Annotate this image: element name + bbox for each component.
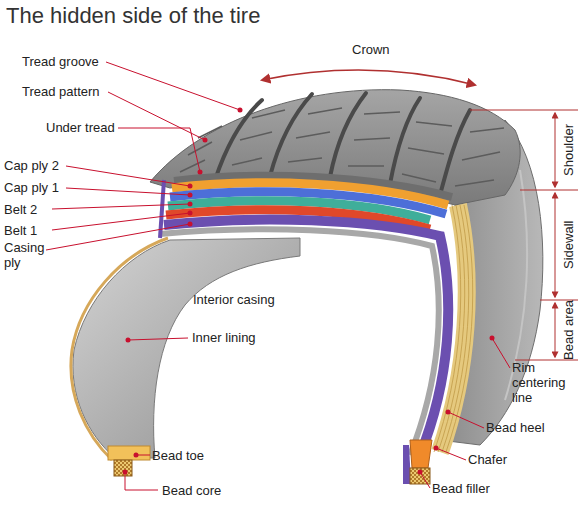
bracket-tick: [470, 110, 578, 111]
leader-line: [436, 448, 466, 460]
part-label: Casing ply: [4, 240, 50, 270]
diagram-title: The hidden side of the tire: [6, 3, 260, 29]
leader-line: [66, 188, 190, 195]
leader-dot: [203, 138, 208, 143]
leader-dot: [188, 222, 193, 227]
leader-line: [128, 338, 188, 340]
tread-groove-line: [330, 93, 366, 177]
leader-dot: [418, 470, 423, 475]
bead-core-symbol: [410, 468, 430, 484]
leader-dot: [134, 453, 139, 458]
part-label: Chafer: [468, 452, 507, 467]
leader-dot: [188, 211, 193, 216]
part-label: Tread pattern: [22, 84, 100, 99]
leader-line: [52, 204, 190, 209]
leader-dot: [123, 470, 128, 475]
leader-lines: [46, 62, 510, 490]
leader-line: [66, 166, 190, 186]
leader-dot: [188, 193, 193, 198]
leader-dot: [126, 338, 131, 343]
leader-line: [46, 224, 190, 250]
tread-groove-line: [270, 94, 312, 176]
bead-core-symbol: [114, 460, 132, 476]
leader-line: [492, 338, 510, 368]
part-label: Cap ply 1: [4, 180, 59, 195]
casing-ply-band: [164, 220, 448, 455]
part-label: Crown: [352, 42, 390, 57]
leader-dot: [446, 410, 451, 415]
leader-line: [125, 472, 158, 490]
cut-edge: [71, 238, 168, 460]
zone-label: Sidewall: [561, 221, 576, 269]
leader-dot: [434, 446, 439, 451]
part-label: Cap ply 2: [4, 158, 59, 173]
zone-label: Shoulder: [561, 124, 576, 176]
crown-arrow: [262, 70, 475, 85]
tread-surface: [150, 90, 520, 205]
part-label: Belt 2: [4, 202, 37, 217]
inner-lining-surface: [73, 238, 300, 458]
leader-dot: [198, 170, 203, 175]
part-label: Interior casing: [193, 292, 275, 307]
leader-line: [118, 128, 200, 172]
part-label: Tread groove: [22, 54, 99, 69]
part-label: Rim centering line: [512, 360, 576, 405]
bead-chafer: [108, 446, 150, 460]
bead-filler-shape: [410, 440, 432, 468]
part-label: Bead core: [162, 483, 221, 498]
zone-label: Bead area: [561, 300, 576, 360]
leader-line: [448, 412, 484, 428]
part-label: Belt 1: [4, 223, 37, 238]
leader-dots: [123, 108, 495, 475]
leader-dot: [188, 184, 193, 189]
part-label: Bead toe: [152, 448, 204, 463]
inner-lining-band: [160, 229, 439, 455]
tread-groove-line: [390, 98, 420, 184]
bracket-arrow: [555, 193, 556, 297]
leader-dot: [490, 336, 495, 341]
leader-dot: [238, 108, 243, 113]
part-label: Bead heel: [486, 420, 545, 435]
leader-dot: [188, 202, 193, 207]
tread-groove-line: [440, 110, 470, 195]
bracket-arrow: [555, 303, 556, 357]
leader-line: [420, 472, 430, 488]
tread-groove-line: [215, 100, 262, 180]
bracket-tick: [520, 190, 578, 191]
zone-brackets: [470, 110, 578, 360]
leader-line: [108, 92, 205, 140]
part-label: Inner lining: [192, 330, 256, 345]
leader-line: [106, 62, 240, 110]
part-label: Bead filler: [432, 481, 490, 496]
part-label: Under tread: [46, 120, 115, 135]
bracket-arrow: [555, 113, 556, 187]
